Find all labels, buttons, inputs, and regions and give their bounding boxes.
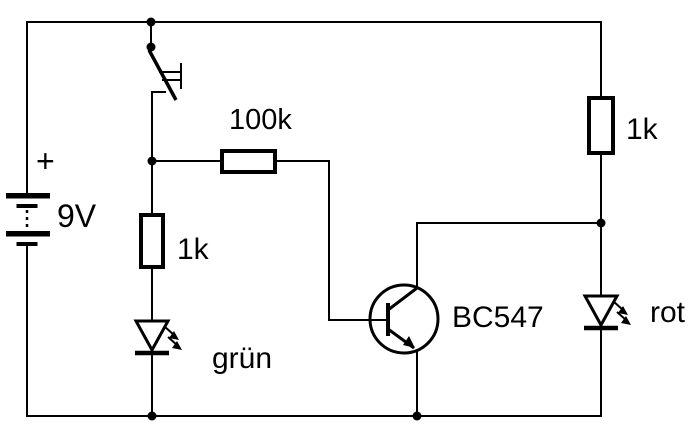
junction-bottom-emitter [412, 411, 422, 421]
battery-value-label: 9V [57, 198, 97, 234]
junction-top-rail [146, 17, 156, 27]
transistor-symbol [368, 222, 602, 417]
junction-bottom-green [147, 411, 157, 421]
resistor-green-branch-1k [139, 213, 165, 269]
junction-dots [146, 17, 606, 421]
resistor-red-branch-1k [587, 96, 615, 155]
led-red-label: rot [650, 296, 686, 329]
led-green-label: grün [212, 342, 272, 375]
resistor-base-100k [220, 149, 277, 174]
led-red-symbol [582, 294, 631, 331]
switch-symbol [147, 21, 182, 162]
battery-polarity-label: + [36, 143, 55, 179]
junction-collector-node [596, 218, 606, 228]
resistor-red-branch-label: 1k [626, 113, 659, 146]
transistor-part-label: BC547 [452, 301, 544, 334]
resistor-base-label: 100k [229, 104, 292, 136]
resistor-green-branch-label: 1k [177, 233, 210, 266]
junction-switch-contact [146, 42, 156, 52]
wire-base-network [151, 160, 372, 321]
junction-base-node [147, 156, 157, 166]
wire-collector [416, 222, 602, 288]
led-green-symbol [133, 319, 182, 356]
led-green-light-arrows [163, 325, 182, 350]
battery-symbol [6, 193, 50, 246]
led-red-light-arrows [612, 300, 631, 325]
